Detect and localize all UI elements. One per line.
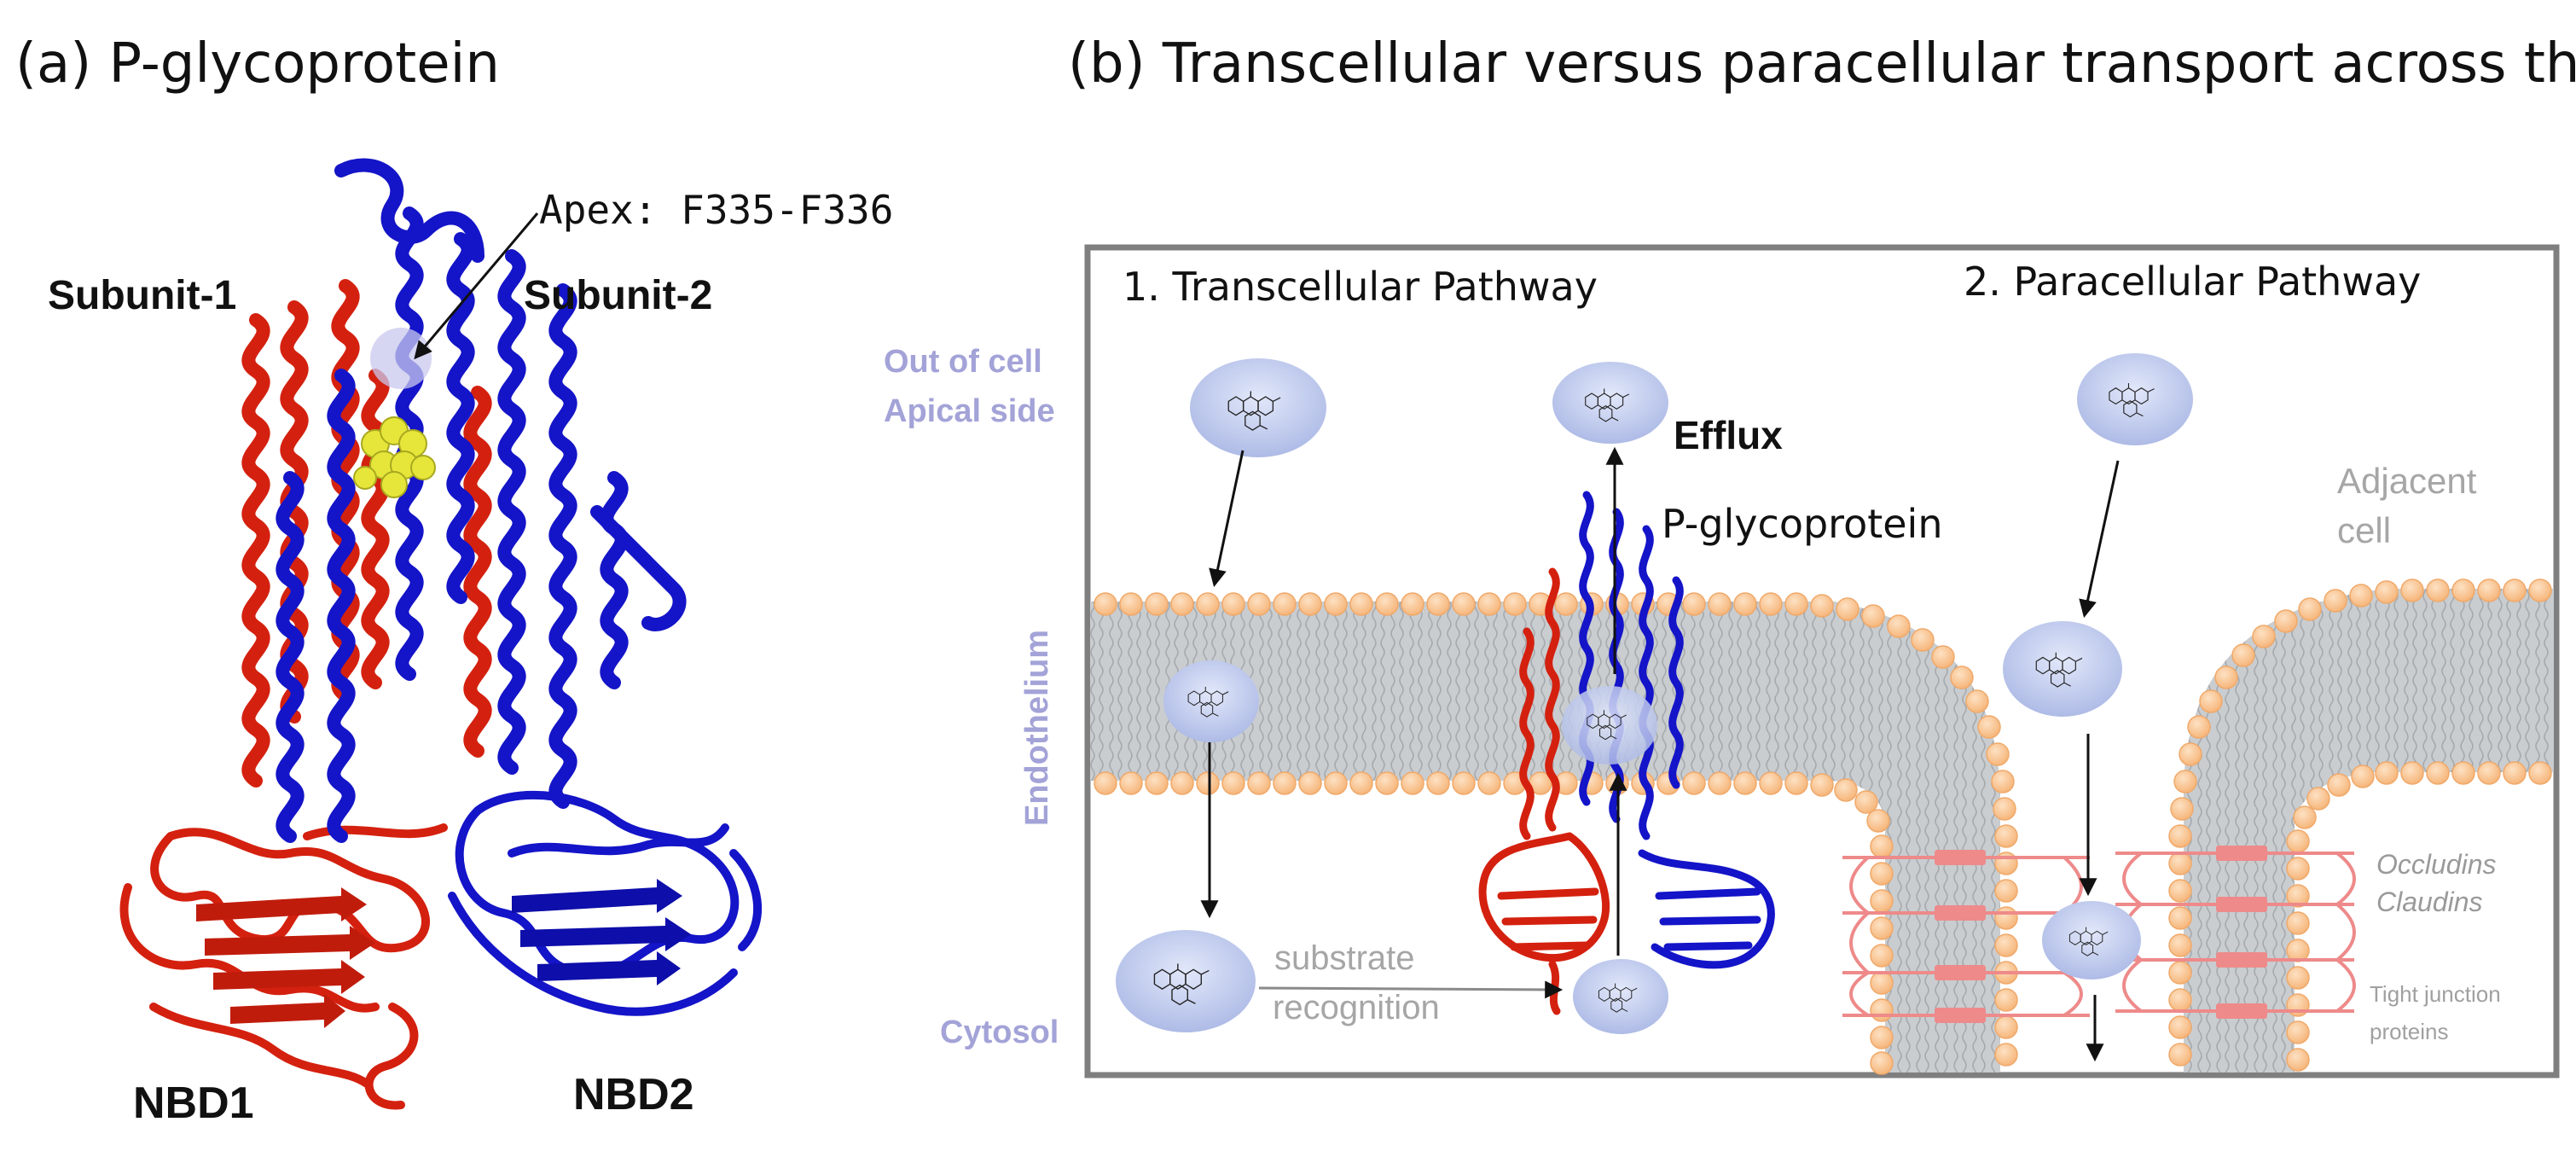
pgp-in-membrane bbox=[1478, 491, 1775, 1015]
subunit-1-label: Subunit-1 bbox=[48, 273, 236, 318]
molecule-cytosol-left bbox=[1116, 930, 1256, 1032]
apex-arrow bbox=[414, 212, 539, 360]
nbd2-structure bbox=[448, 790, 763, 1016]
apex-label: Apex: F335-F336 bbox=[539, 187, 893, 233]
pathway-arrows bbox=[1200, 446, 2120, 1062]
molecule-in-pgp bbox=[1562, 686, 1657, 764]
molecule-efflux bbox=[1552, 362, 1668, 444]
nbd2-label: NBD2 bbox=[573, 1070, 694, 1119]
efflux-label: Efflux bbox=[1674, 413, 1783, 457]
apical-side-label: Apical side bbox=[884, 393, 1055, 429]
endothelium-label: Endothelium bbox=[1019, 630, 1055, 826]
nbd1-label: NBD1 bbox=[133, 1078, 254, 1128]
molecule-in-membrane bbox=[1163, 660, 1259, 742]
nbd1-structure bbox=[119, 823, 448, 1110]
nbd1-sheets bbox=[196, 887, 375, 1028]
substrate-recognition-arrow bbox=[1258, 980, 1564, 999]
subunit-2-label: Subunit-2 bbox=[524, 273, 712, 318]
ligand-spheres bbox=[353, 416, 436, 498]
occludins-label: Occludins bbox=[2376, 849, 2497, 880]
panel-b-title: (b) Transcellular versus paracellular tr… bbox=[1068, 32, 2576, 96]
claudins-label: Claudins bbox=[2376, 887, 2483, 917]
pathway-2-label: 2. Paracellular Pathway bbox=[1964, 259, 2421, 305]
molecule-apical-left bbox=[1190, 358, 1326, 457]
recognition-label: recognition bbox=[1273, 989, 1440, 1026]
cell-label: cell bbox=[2337, 510, 2391, 550]
pgp-label: P-glycoprotein bbox=[1662, 501, 1942, 547]
molecule-cytosol-pgp bbox=[1573, 959, 1668, 1034]
proteins-label: proteins bbox=[2370, 1019, 2449, 1044]
panel-b: (b) Transcellular versus paracellular tr… bbox=[884, 32, 2576, 1078]
apex-highlight bbox=[370, 328, 432, 389]
panel-a: (a) P-glycoprotein bbox=[15, 32, 893, 1128]
pathway-1-label: 1. Transcellular Pathway bbox=[1123, 264, 1598, 310]
molecule-paracellular-membrane bbox=[2003, 621, 2122, 717]
membrane bbox=[1090, 589, 2554, 1073]
substrate-label: substrate bbox=[1274, 939, 1415, 977]
molecule-apical-right bbox=[2077, 353, 2193, 445]
out-of-cell-label: Out of cell bbox=[884, 344, 1042, 380]
tight-junction-blocks bbox=[1935, 846, 2267, 1023]
tight-junction-label: Tight junction bbox=[2370, 981, 2501, 1007]
nbd2-sheets bbox=[512, 879, 691, 985]
molecule-tight-junction bbox=[2042, 901, 2141, 980]
cytosol-label: Cytosol bbox=[940, 1014, 1059, 1050]
panel-a-title: (a) P-glycoprotein bbox=[15, 32, 500, 96]
adjacent-label: Adjacent bbox=[2337, 461, 2477, 501]
